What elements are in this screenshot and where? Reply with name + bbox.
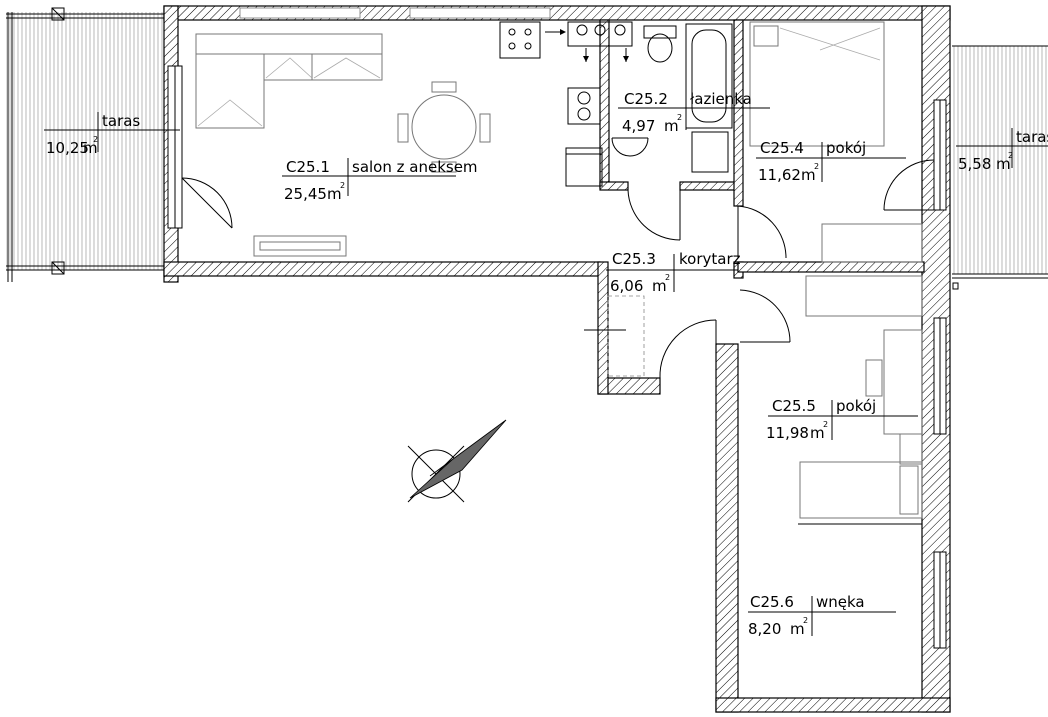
area-unit: m	[810, 424, 825, 442]
terrace-right	[952, 45, 1048, 290]
room-label-salon: C25.1 salon z aneksem 25,45 m 2	[284, 158, 478, 203]
room-area: 6,06	[610, 277, 643, 295]
area-unit: m	[83, 139, 98, 157]
area-unit: m	[652, 277, 667, 295]
terrace-area: 10,25	[46, 139, 89, 157]
room-label-alcove: C25.6 wnęka 8,20 m 2	[748, 593, 865, 638]
area-exponent: 2	[93, 135, 98, 144]
room-id: C25.2	[624, 90, 668, 108]
room-area: 11,98	[766, 424, 809, 442]
area-exponent: 2	[803, 616, 808, 625]
room-id: C25.4	[760, 139, 804, 157]
room-id: C25.5	[772, 397, 816, 415]
area-exponent: 2	[677, 113, 682, 122]
room-label-bedroom-1: C25.4 pokój 11,62 m 2	[758, 139, 866, 184]
terrace-name: taras	[102, 112, 140, 130]
room-name: łazienka	[690, 90, 752, 108]
terrace-label-right: taras 5,58 m 2	[958, 128, 1048, 173]
room-name: salon z aneksem	[352, 158, 478, 176]
room-name: korytarz	[679, 250, 741, 268]
room-name: pokój	[836, 397, 876, 415]
compass-icon	[407, 419, 507, 503]
room-id: C25.3	[612, 250, 656, 268]
room-area: 4,97	[622, 117, 655, 135]
room-area: 8,20	[748, 620, 781, 638]
room-label-corridor: C25.3 korytarz 6,06 m 2	[610, 250, 741, 295]
area-exponent: 2	[340, 181, 345, 190]
area-unit: m	[790, 620, 805, 638]
terrace-label-left: taras 10,25 m 2	[46, 112, 140, 157]
area-exponent: 2	[814, 162, 819, 171]
room-id: C25.1	[286, 158, 330, 176]
terrace-area: 5,58	[958, 155, 991, 173]
walls	[163, 5, 951, 713]
area-unit: m	[801, 166, 816, 184]
room-name: pokój	[826, 139, 866, 157]
room-name: wnęka	[816, 593, 865, 611]
furniture	[195, 21, 923, 525]
label-lines	[44, 92, 1048, 636]
room-id: C25.6	[750, 593, 794, 611]
doors	[181, 159, 935, 379]
area-exponent: 2	[665, 273, 670, 282]
terrace-name: taras	[1016, 128, 1048, 146]
area-unit: m	[664, 117, 679, 135]
room-area: 25,45	[284, 185, 327, 203]
terrace-left	[6, 7, 164, 282]
area-unit: m	[996, 155, 1011, 173]
area-exponent: 2	[823, 420, 828, 429]
area-unit: m	[327, 185, 342, 203]
room-area: 11,62	[758, 166, 801, 184]
room-label-bedroom-2: C25.5 pokój 11,98 m 2	[766, 397, 876, 442]
area-exponent: 2	[1008, 151, 1013, 160]
room-label-bathroom: C25.2 łazienka 4,97 m 2	[622, 90, 752, 135]
